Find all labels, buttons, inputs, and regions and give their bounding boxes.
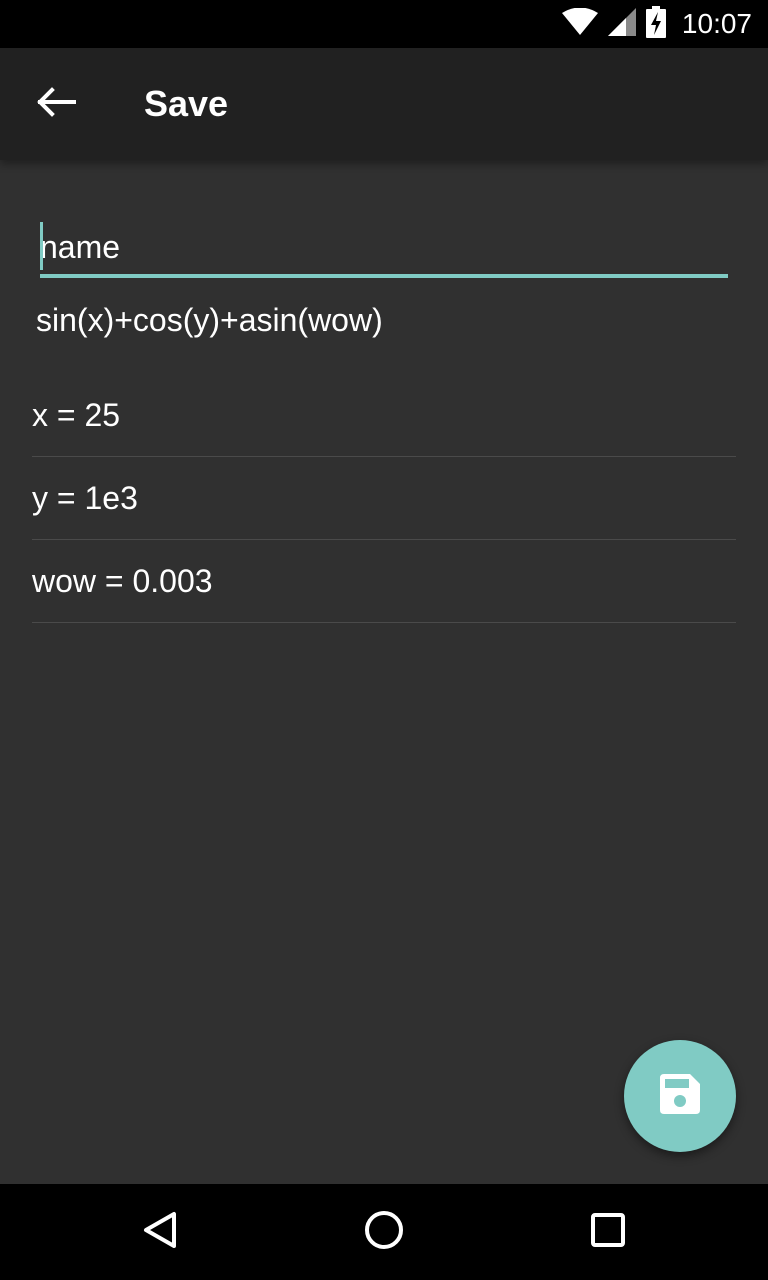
text-cursor: [40, 222, 43, 270]
name-input[interactable]: [40, 220, 728, 274]
status-icons: 10:07: [561, 0, 752, 48]
nav-home-button[interactable]: [352, 1204, 416, 1260]
back-button[interactable]: [24, 76, 88, 132]
variable-item-x[interactable]: x = 25: [32, 374, 736, 457]
name-underline: [40, 274, 728, 278]
save-icon: [660, 1073, 700, 1119]
navigation-bar: [0, 1184, 768, 1280]
content: sin(x)+cos(y)+asin(wow) x = 25 y = 1e3 w…: [0, 160, 768, 1184]
back-triangle-icon: [140, 1210, 180, 1255]
nav-recents-button[interactable]: [576, 1204, 640, 1260]
app-bar: Save: [0, 48, 768, 160]
wifi-icon: [561, 7, 598, 41]
page-title: Save: [144, 83, 229, 124]
arrow-left-icon: [36, 86, 76, 123]
home-circle-icon: [364, 1210, 404, 1255]
battery-charging-icon: [645, 5, 666, 43]
name-field[interactable]: [40, 220, 728, 278]
save-fab-button[interactable]: [624, 1040, 736, 1152]
recents-square-icon: [588, 1210, 628, 1255]
signal-icon: [607, 7, 636, 41]
nav-back-button[interactable]: [128, 1204, 192, 1260]
status-bar: 10:07: [0, 0, 768, 48]
status-time: 10:07: [681, 8, 752, 39]
variable-item-y[interactable]: y = 1e3: [32, 457, 736, 540]
variable-list: x = 25 y = 1e3 wow = 0.003: [32, 374, 736, 623]
variable-item-wow[interactable]: wow = 0.003: [32, 540, 736, 623]
expression-text: sin(x)+cos(y)+asin(wow): [36, 302, 383, 338]
